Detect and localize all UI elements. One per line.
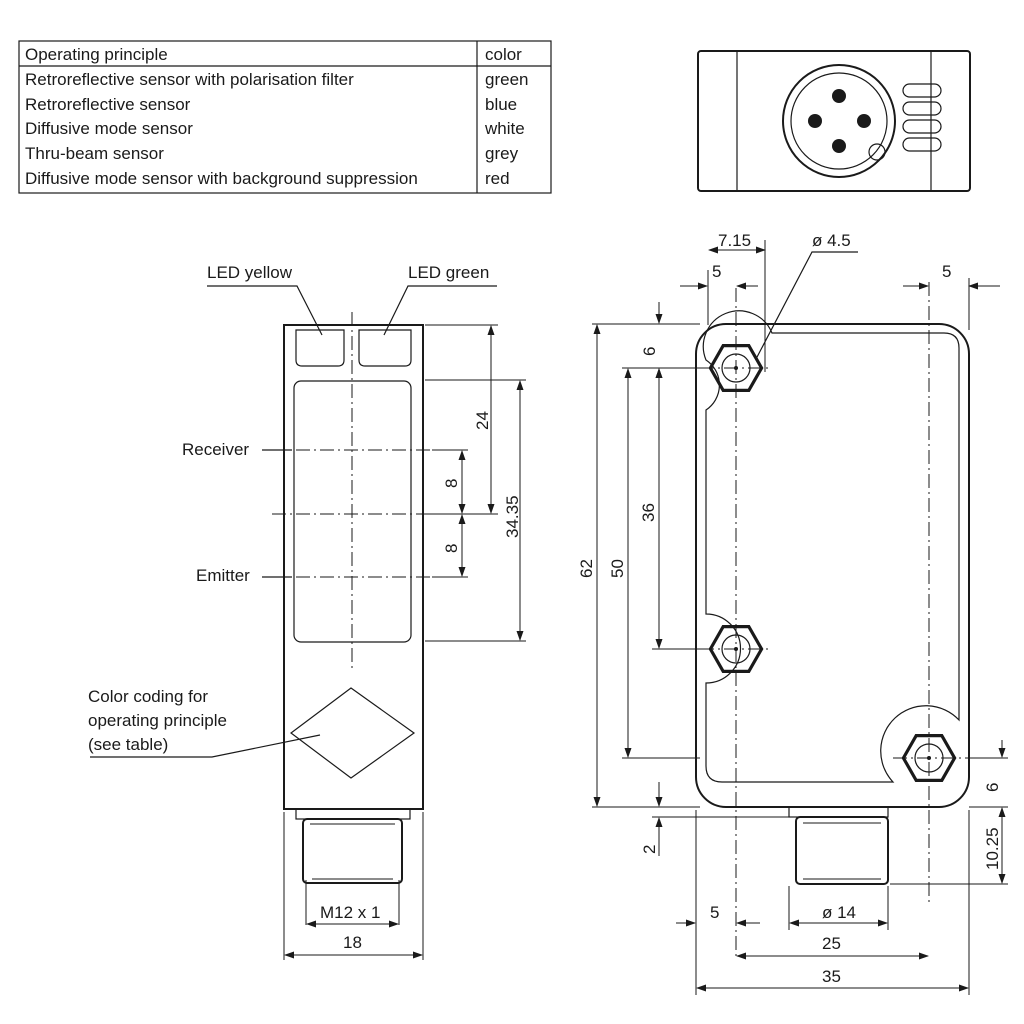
dim-25: 25 [822, 934, 841, 953]
dim-35: 35 [822, 967, 841, 986]
connector-pin [808, 114, 822, 128]
dim-width-18: 18 [343, 933, 362, 952]
dim-24: 24 [473, 411, 492, 430]
table-row-4-color: grey [485, 144, 519, 163]
table-row-3-color: white [484, 119, 525, 138]
dim-8-lower: 8 [442, 544, 461, 553]
dim-62: 62 [577, 559, 596, 578]
dim-5-right: 5 [942, 262, 951, 281]
operating-principle-table: Operating principle color Retroreflectiv… [18, 40, 552, 194]
table-header-color: color [485, 45, 522, 64]
color-coding-line-2: operating principle [88, 711, 227, 730]
dim-6-bottom: 6 [983, 783, 1002, 792]
color-coding-line-3: (see table) [88, 735, 168, 754]
table-header-principle: Operating principle [25, 45, 168, 64]
m12-label: M12 x 1 [320, 903, 380, 922]
table-row-5-color: red [485, 169, 510, 188]
connector-face [782, 64, 896, 178]
color-coding-line-1: Color coding for [88, 687, 208, 706]
table-row-2-color: blue [485, 95, 517, 114]
table-row-1-principle: Retroreflective sensor with polarisation… [25, 70, 354, 89]
led-green-window [358, 329, 412, 367]
front-view: 7.15 5 ø 4.5 5 62 50 36 6 2 10.25 [577, 231, 1008, 995]
sensor-housing-side [283, 324, 424, 810]
dim-2: 2 [640, 845, 659, 854]
dim-10-25: 10.25 [983, 827, 1002, 870]
table-row-2-principle: Retroreflective sensor [25, 95, 191, 114]
table-row-4-principle: Thru-beam sensor [25, 144, 164, 163]
color-coding-label: Color coding for operating principle (se… [88, 687, 232, 754]
inner-recess [702, 310, 960, 783]
grip-ribs [902, 83, 942, 152]
side-view: M12 x 1 18 LED yellow LED green Receiver… [88, 263, 526, 960]
emitter-label: Emitter [196, 566, 250, 585]
table-row-5-principle: Diffusive mode sensor with background su… [25, 169, 418, 188]
dim-50: 50 [608, 559, 627, 578]
connector-pin [857, 114, 871, 128]
top-view [697, 50, 971, 192]
table-row-1-color: green [485, 70, 528, 89]
dim-6-top: 6 [640, 347, 659, 356]
dim-5-bottom: 5 [710, 903, 719, 922]
receiver-label: Receiver [182, 440, 249, 459]
connector-pin [832, 89, 846, 103]
led-green-label: LED green [408, 263, 489, 282]
m12-connector-side [302, 818, 403, 884]
connector-diameter-label: ø 14 [822, 903, 856, 922]
connector-pin [832, 139, 846, 153]
led-yellow-window [295, 329, 345, 367]
m12-connector-front [795, 816, 889, 885]
dim-34-35: 34.35 [503, 495, 522, 538]
dim-7-15: 7.15 [718, 231, 751, 250]
hole-diameter-label: ø 4.5 [812, 231, 851, 250]
dim-8-upper: 8 [442, 479, 461, 488]
led-yellow-label: LED yellow [207, 263, 293, 282]
color-coding-diamond [290, 687, 416, 779]
dim-36: 36 [639, 503, 658, 522]
dim-5-top: 5 [712, 262, 721, 281]
table-row-3-principle: Diffusive mode sensor [25, 119, 193, 138]
